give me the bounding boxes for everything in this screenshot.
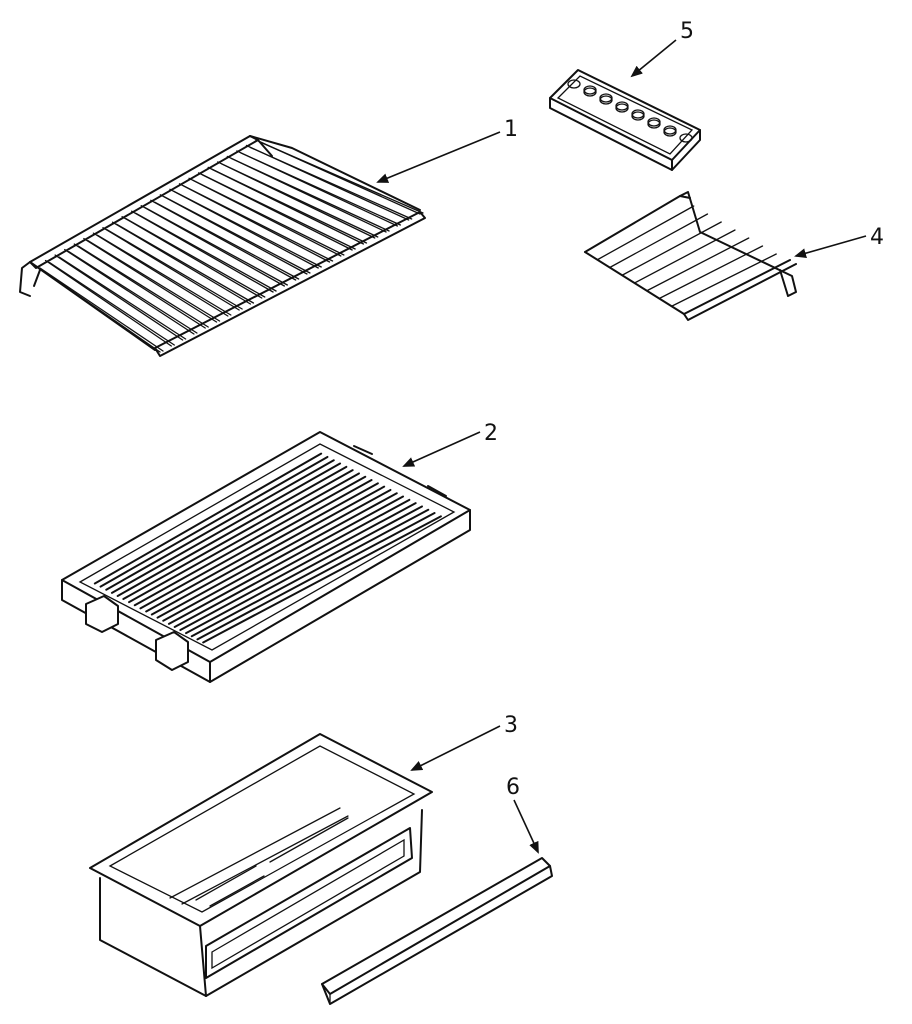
shelf-slot	[122, 469, 354, 601]
shelf-wire	[58, 256, 187, 340]
shelf-slot	[128, 472, 360, 604]
leader-line-4	[794, 235, 867, 259]
leader-line-2	[402, 431, 481, 467]
leader-line-3	[410, 725, 501, 771]
shelf-slot	[202, 515, 442, 644]
ice-cell	[647, 117, 661, 127]
shelf-wire	[173, 190, 322, 268]
callout-5: 5	[680, 19, 694, 44]
shelf-frame-part-2	[61, 431, 471, 683]
shelf-wire	[44, 259, 172, 347]
shelf-wire	[115, 223, 255, 304]
leader-line-1	[376, 131, 501, 183]
shelf-slot	[167, 495, 405, 625]
shelf-wire	[211, 168, 368, 244]
shelf-wire	[106, 229, 243, 310]
shelf-wire	[633, 229, 736, 284]
shelf-wire	[259, 141, 424, 214]
callout-4: 4	[870, 225, 884, 250]
callout-1: 1	[504, 117, 518, 142]
shelf-wire	[230, 157, 390, 232]
ice-cell	[599, 93, 613, 103]
shelf-wire	[658, 245, 764, 300]
shelf-wire	[68, 250, 198, 334]
shelf-wire	[92, 232, 229, 317]
shelf-wire	[154, 201, 300, 280]
ice-cell	[679, 133, 693, 143]
shelf-slot	[105, 459, 335, 591]
shelf-slot	[173, 498, 411, 628]
leader-line-5	[630, 39, 677, 78]
shelf-slot	[110, 462, 342, 594]
shelf-wire	[596, 205, 695, 261]
shelf-wire	[96, 234, 232, 316]
callout-6: 6	[506, 775, 520, 800]
shelf-slot	[156, 488, 392, 619]
trim-strip-part-6	[321, 857, 553, 1005]
shelf-wire	[201, 174, 356, 250]
shelf-slot	[185, 505, 423, 635]
shelf-wire	[35, 265, 161, 353]
shelf-slot	[196, 512, 436, 641]
shelf-slot	[133, 475, 367, 607]
leader-line-6	[513, 799, 539, 854]
shelf-slot	[93, 452, 323, 585]
shelf-slot	[99, 455, 329, 588]
ice-cell	[583, 85, 597, 95]
shelf-wire	[240, 152, 402, 226]
shelf-wire	[73, 243, 206, 329]
shelf-slot	[150, 485, 386, 616]
callout-2: 2	[484, 421, 498, 446]
shelf-slot	[179, 502, 417, 632]
shelf-wire	[125, 218, 266, 298]
shelf-wire	[135, 212, 277, 292]
wire-shelf-part-1	[19, 135, 426, 357]
ice-cell	[663, 125, 677, 135]
crisper-drawer-part-3	[89, 733, 433, 997]
small-wire-shelf-part-4	[584, 191, 797, 321]
shelf-wire	[144, 207, 288, 286]
shelf-wire	[249, 146, 413, 220]
shelf-slot	[162, 492, 398, 622]
ice-cell	[615, 101, 629, 111]
shelf-slot	[190, 508, 430, 638]
shelf-slot	[139, 479, 373, 610]
shelf-wire	[192, 179, 345, 256]
shelf-wire	[64, 248, 195, 335]
ice-tray-part-5	[549, 69, 701, 171]
shelf-wire	[182, 185, 334, 262]
shelf-wire	[221, 163, 379, 238]
shelf-wire	[77, 245, 209, 328]
shelf-slot	[145, 482, 379, 613]
shelf-wire	[670, 253, 777, 307]
ice-cell	[567, 79, 581, 89]
shelf-wire	[609, 213, 709, 269]
shelf-wire	[163, 196, 311, 274]
shelf-wire	[54, 254, 184, 341]
shelf-wire	[48, 261, 175, 346]
ice-cell	[631, 109, 645, 119]
shelf-wire	[39, 267, 164, 352]
shelf-slot	[116, 465, 348, 597]
callout-3: 3	[504, 713, 518, 738]
shelf-wire	[83, 237, 218, 323]
shelf-wire	[87, 239, 221, 322]
shelf-wire	[646, 237, 750, 292]
shelf-wire	[621, 221, 722, 276]
